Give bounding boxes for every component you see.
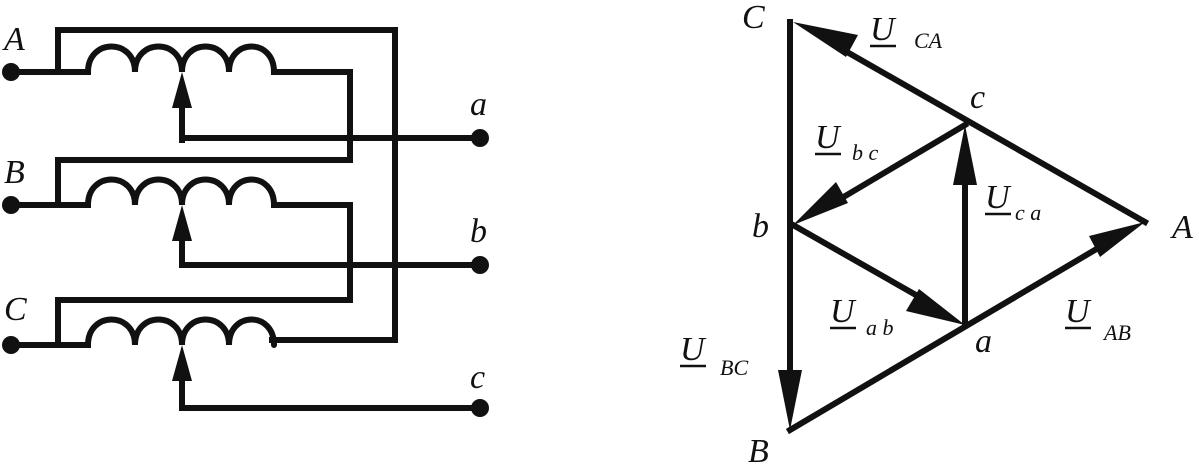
svg-text:U: U	[985, 179, 1012, 216]
label-uca: U CA	[870, 11, 943, 53]
coil-b	[85, 176, 277, 208]
svg-text:U: U	[815, 119, 842, 156]
coil-a	[85, 43, 277, 75]
tap-b-arrow	[172, 205, 192, 241]
svg-text:c a: c a	[1015, 200, 1041, 225]
vector-uab-line	[785, 239, 1110, 435]
phase-c-winding	[2, 316, 489, 417]
output-a-terminal	[471, 129, 489, 147]
vector-ubc-inner-arrow	[793, 182, 848, 225]
autotransformer-schematic: A B C a b c	[2, 21, 489, 417]
coil-c	[85, 316, 277, 348]
vector-ubc-arrow	[778, 370, 802, 430]
tap-c-arrow	[172, 345, 192, 381]
label-input-b: B	[4, 154, 25, 191]
label-uca-inner: U c a	[985, 179, 1041, 225]
svg-text:CA: CA	[914, 28, 943, 53]
svg-text:U: U	[870, 11, 897, 48]
vertex-c-lower: c	[970, 79, 985, 116]
phase-b-winding	[2, 176, 489, 348]
input-b-terminal	[2, 196, 20, 214]
svg-text:U: U	[680, 331, 707, 368]
label-ubc-outer: U BC	[680, 331, 748, 380]
vertex-b-lower: b	[752, 208, 769, 245]
output-c-terminal	[471, 399, 489, 417]
label-uab-inner: U a b	[830, 293, 894, 340]
vector-uab-inner-arrow	[906, 289, 965, 325]
vertex-a-upper: A	[1170, 209, 1193, 246]
tap-a-arrow	[172, 72, 192, 108]
label-uab-outer: U AB	[1065, 293, 1131, 345]
vector-ubc-inner-line	[825, 120, 970, 210]
vector-uab-arrow	[1089, 222, 1145, 257]
input-c-terminal	[2, 336, 20, 354]
label-output-a: a	[470, 86, 487, 123]
svg-text:AB: AB	[1102, 320, 1131, 345]
coil-a-end	[55, 69, 353, 208]
output-b-terminal	[471, 256, 489, 274]
phase-a-winding	[2, 43, 489, 208]
outer-bus	[55, 27, 398, 343]
svg-text:a b: a b	[866, 315, 894, 340]
vector-uca-inner-arrow	[953, 125, 977, 185]
vertex-a-lower: a	[975, 323, 992, 360]
coil-b-end	[55, 202, 353, 348]
svg-text:b c: b c	[852, 140, 879, 165]
vector-uca-line	[835, 43, 1150, 227]
label-input-a: A	[2, 21, 25, 58]
label-output-c: c	[470, 359, 485, 396]
svg-text:U: U	[830, 293, 857, 330]
label-ubc-inner: U b c	[815, 119, 879, 165]
vector-uab-inner-line	[788, 220, 935, 308]
phasor-diagram: C A B c b a U CA U AB U BC U b c U	[680, 0, 1193, 467]
input-a-terminal	[2, 63, 20, 81]
label-output-b: b	[470, 213, 487, 250]
vector-uca-arrow	[793, 22, 858, 57]
svg-text:U: U	[1065, 293, 1092, 330]
vertex-b-upper: B	[748, 433, 769, 467]
label-input-c: C	[4, 291, 27, 328]
svg-text:BC: BC	[720, 355, 748, 380]
vertex-c-upper: C	[742, 0, 765, 36]
